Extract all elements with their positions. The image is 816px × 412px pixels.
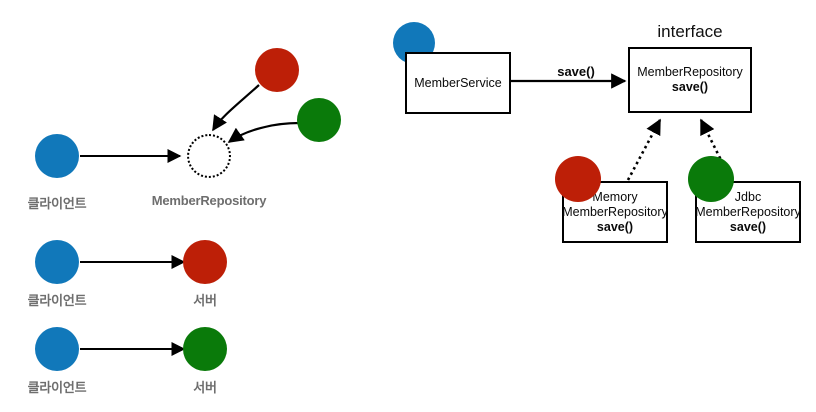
- jdbc-box-line-2: MemberRepository: [695, 204, 801, 219]
- jdbc-member-repository-box[interactable]: Jdbc MemberRepository save(): [695, 181, 801, 243]
- client-node-circle-top: [35, 134, 79, 178]
- edge-jdbc-implements: [699, 118, 733, 181]
- memory-member-repository-box[interactable]: Memory MemberRepository save(): [562, 181, 668, 243]
- client-node-circle-mid: [35, 240, 79, 284]
- jdbc-box-method: save(): [729, 219, 767, 234]
- client-node-circle-bottom: [35, 327, 79, 371]
- server-node-circle-red: [183, 240, 227, 284]
- member-repository-role-circle: [187, 134, 231, 178]
- memory-box-method: save(): [596, 219, 634, 234]
- server-node-circle-green: [183, 327, 227, 371]
- memory-box-line-2: MemberRepository: [562, 204, 668, 219]
- jdbc-member-repository-badge-circle: [688, 156, 734, 202]
- member-repository-box-method: save(): [671, 80, 709, 94]
- save-call-label: save(): [557, 64, 595, 79]
- server-node-label-green: 서버: [193, 380, 217, 395]
- edge-memory-implements: [626, 118, 662, 181]
- jdbc-impl-node-circle: [297, 98, 341, 142]
- member-repository-interface-box[interactable]: MemberRepository save(): [628, 47, 752, 113]
- memory-member-repository-badge-circle: [555, 156, 601, 202]
- client-node-label-bottom: 클라이언트: [27, 380, 87, 395]
- client-node-label-mid: 클라이언트: [27, 293, 87, 308]
- member-service-box[interactable]: MemberService: [405, 52, 511, 114]
- edge-red-impl-to-role: [212, 84, 260, 132]
- memory-impl-node-circle: [255, 48, 299, 92]
- memory-box-line-1: Memory: [592, 189, 638, 204]
- server-node-label-red: 서버: [193, 293, 217, 308]
- member-repository-box-title: MemberRepository: [637, 65, 743, 79]
- member-repository-role-label: MemberRepository: [151, 193, 267, 208]
- client-node-label-top: 클라이언트: [27, 196, 87, 211]
- edge-green-impl-to-role: [227, 121, 300, 143]
- interface-stereotype-label: interface: [657, 22, 723, 41]
- jdbc-box-line-1: Jdbc: [734, 189, 762, 204]
- member-service-box-title: MemberService: [414, 75, 502, 90]
